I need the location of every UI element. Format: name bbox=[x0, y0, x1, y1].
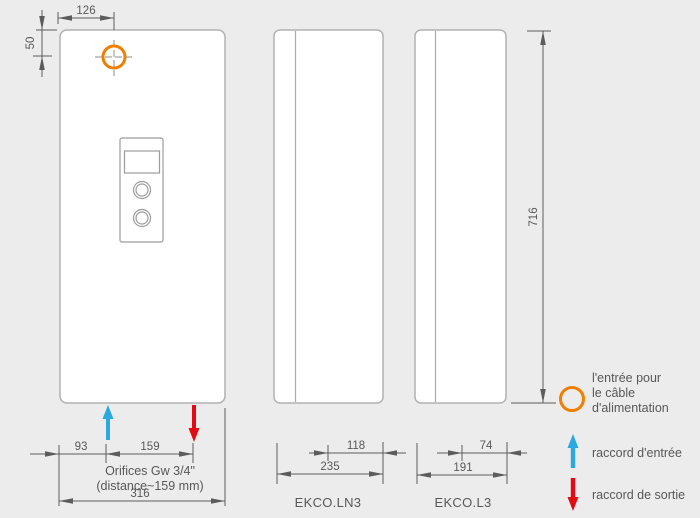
dim-value-rear-depth: 74 bbox=[480, 440, 493, 452]
control-panel-display bbox=[123, 150, 161, 174]
ln3-body bbox=[273, 29, 384, 404]
outlet-arrow-icon bbox=[188, 405, 200, 442]
dim-cable-hole-y: 50 bbox=[25, 10, 57, 77]
side-view-l3: 74 191 EKCO.L3 bbox=[414, 29, 527, 510]
legend-inlet-label: raccord d'entrée bbox=[592, 446, 682, 460]
side-view-ln3: 118 235 EKCO.LN3 bbox=[273, 29, 406, 510]
arrowhead bbox=[39, 16, 45, 30]
model-label-l3: EKCO.L3 bbox=[434, 495, 491, 510]
legend-outlet-label: raccord de sortie bbox=[592, 488, 685, 502]
arrowhead bbox=[277, 471, 291, 477]
dim-cable-hole-x: 126 bbox=[57, 5, 115, 30]
dim-height: 716 bbox=[511, 30, 556, 404]
arrowhead bbox=[58, 15, 72, 21]
control-knob-lower bbox=[132, 208, 152, 228]
legend-inlet-arrow-icon bbox=[567, 434, 579, 468]
dim-value-inlet-offset: 93 bbox=[75, 441, 88, 453]
ports-note-line2: (distance~159 mm) bbox=[96, 479, 203, 493]
arrowhead bbox=[100, 15, 114, 21]
legend-cable-entry-line3: d'alimentation bbox=[592, 401, 669, 415]
legend-cable-entry-line1: l'entrée pour bbox=[592, 371, 661, 385]
legend-outlet-arrow-icon bbox=[567, 478, 579, 511]
arrowhead bbox=[39, 56, 45, 70]
legend-cable-entry-icon bbox=[559, 386, 585, 412]
legend: l'entrée pour le câble d'alimentation ra… bbox=[559, 371, 685, 511]
dim-value-total-depth: 191 bbox=[453, 462, 472, 474]
arrowhead bbox=[179, 451, 193, 457]
dim-value-rear-depth: 118 bbox=[347, 440, 365, 452]
arrowhead bbox=[369, 471, 383, 477]
dim-value-total-depth: 235 bbox=[320, 461, 339, 473]
cable-entry-hole-icon bbox=[101, 44, 127, 70]
arrowhead bbox=[106, 451, 120, 457]
dim-value: 50 bbox=[25, 37, 37, 50]
model-label-ln3: EKCO.LN3 bbox=[295, 495, 362, 510]
control-knob-upper bbox=[132, 180, 152, 200]
dim-value-height: 716 bbox=[528, 207, 540, 226]
control-knob-lower-inner bbox=[135, 211, 149, 225]
arrowhead bbox=[540, 31, 546, 45]
arrowhead bbox=[493, 472, 507, 478]
arrowhead bbox=[507, 450, 521, 456]
dim-value-ports-spacing: 159 bbox=[140, 441, 159, 453]
arrowhead bbox=[417, 472, 431, 478]
dim-value-total-width: 316 bbox=[130, 488, 149, 500]
l3-body bbox=[414, 29, 507, 404]
arrowhead bbox=[448, 450, 462, 456]
control-panel bbox=[119, 137, 164, 243]
legend-cable-entry-line2: le câble bbox=[592, 386, 635, 400]
arrowhead bbox=[314, 450, 328, 456]
arrowhead bbox=[45, 451, 59, 457]
arrowhead bbox=[383, 450, 397, 456]
arrowhead bbox=[59, 498, 73, 504]
ports-note-line1: Orifices Gw 3/4" bbox=[105, 464, 195, 478]
arrowhead bbox=[211, 498, 225, 504]
dim-front-bottom: 93 159 Orifices Gw 3/4" (distance~159 mm… bbox=[30, 408, 226, 506]
inlet-arrow-icon bbox=[102, 405, 114, 440]
front-view bbox=[59, 29, 226, 442]
arrowhead bbox=[540, 389, 546, 403]
dim-value: 126 bbox=[76, 5, 95, 17]
control-knob-upper-inner bbox=[135, 183, 149, 197]
